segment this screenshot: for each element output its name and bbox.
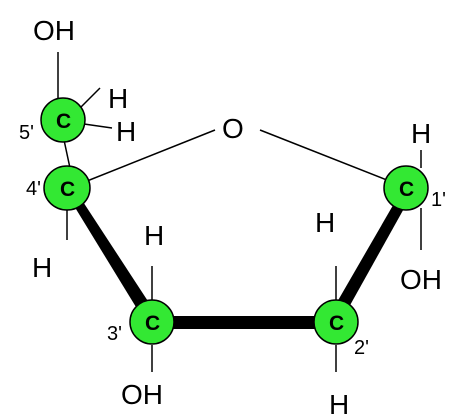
carbon-4-letter: C — [60, 178, 75, 201]
c3-hydrogen-label: H — [144, 220, 164, 251]
carbon-1-circle — [383, 165, 429, 211]
carbon-1-atom: C — [383, 165, 429, 211]
carbon-5-letter: C — [56, 110, 71, 133]
bond-c4-o — [71, 129, 216, 188]
c1-hydrogen-label: H — [411, 118, 431, 149]
carbon-1-letter: C — [399, 178, 414, 201]
bond-c3-c2 — [151, 316, 331, 329]
carbon-3-letter: C — [145, 312, 160, 335]
bond-c5-c4 — [63, 139, 71, 169]
c5-hydrogen-upper-label: H — [108, 83, 128, 114]
carbon-4-atom: C — [43, 165, 91, 211]
bond-o-c1 — [259, 129, 403, 187]
carbon-2-letter: C — [329, 312, 344, 335]
carbon-3-circle — [129, 299, 175, 345]
carbon-4-number: 4' — [26, 178, 41, 200]
carbon-3-number: 3' — [107, 323, 122, 345]
c2-hydrogen-upper-label: H — [315, 207, 335, 238]
c5-hydrogen-lower-label: H — [116, 116, 136, 147]
carbon-2-atom: C — [313, 299, 359, 345]
carbon-4-circle — [43, 165, 91, 211]
c2-hydrogen-lower-label: H — [329, 389, 349, 419]
carbon-3-atom: C — [129, 299, 175, 345]
c3-hydroxyl-label: OH — [121, 379, 163, 410]
carbon-2-circle — [313, 299, 359, 345]
bond-c5-h-upper — [79, 87, 101, 109]
carbon-5-circle — [40, 97, 86, 143]
bond-c4-c3 — [68, 188, 157, 325]
carbon-5-atom: C — [40, 97, 86, 143]
ring-oxygen-label: O — [222, 113, 244, 144]
c1-hydroxyl-label: OH — [400, 264, 442, 295]
carbon-1-number: 1' — [431, 189, 446, 211]
c4-hydrogen-label: H — [32, 252, 52, 283]
bond-c5-h-lower — [83, 123, 113, 129]
carbon-2-number: 2' — [354, 337, 369, 359]
c5-hydroxyl-label: OH — [33, 15, 75, 46]
bond-c2-c1 — [329, 188, 411, 325]
carbon-5-number: 5' — [19, 122, 34, 144]
